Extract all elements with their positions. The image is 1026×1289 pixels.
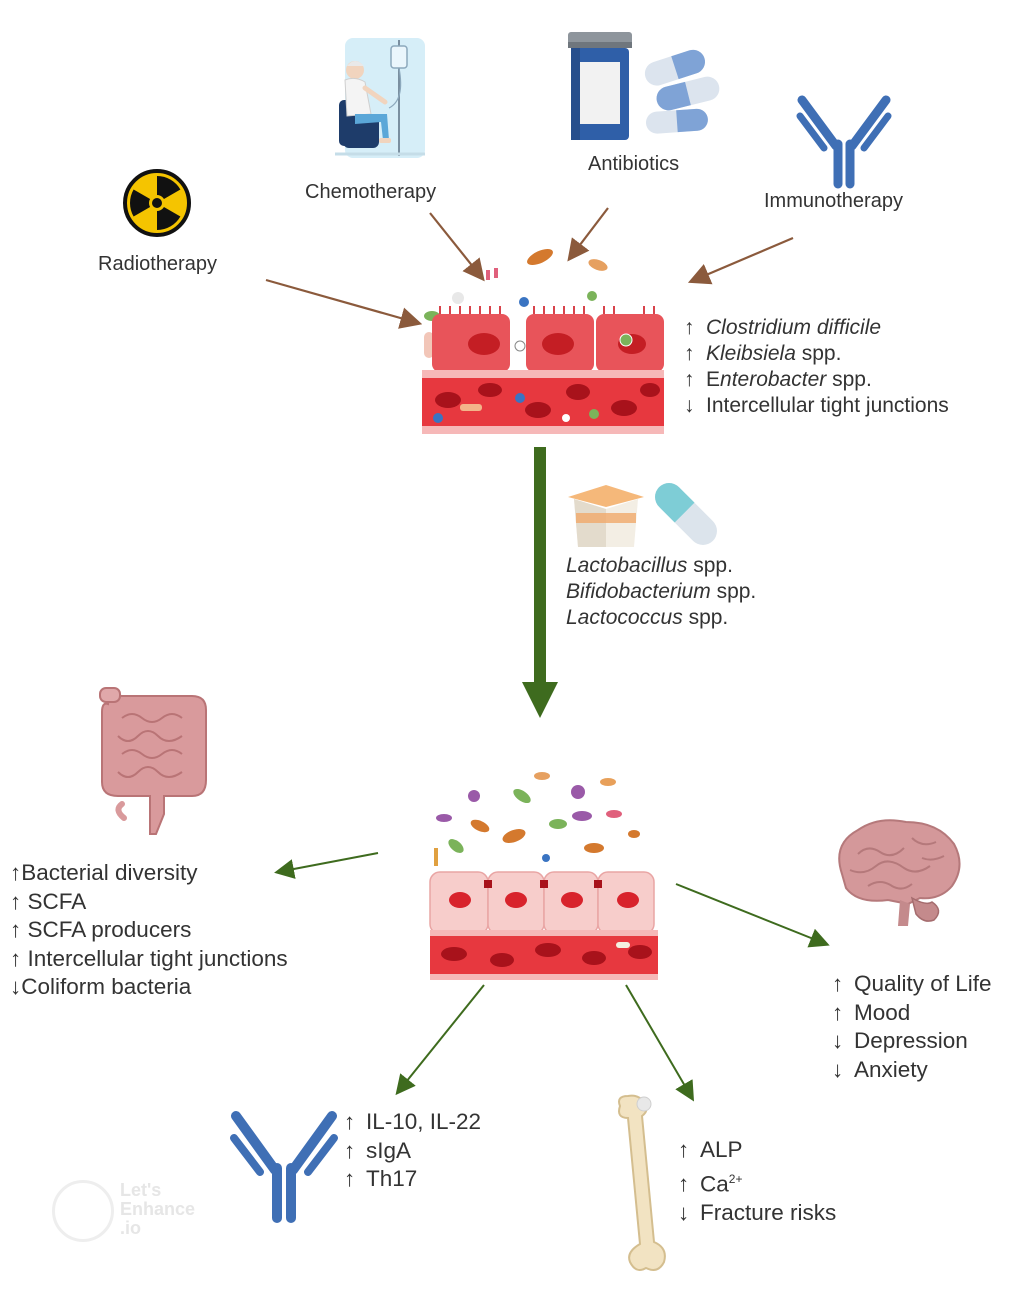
gut-effects-list: ↑Bacterial diversity ↑ SCFA ↑ SCFA produ… [10, 859, 288, 1002]
probiotic-capsule-icon [655, 483, 717, 545]
brain-effect-3: ↓Depression [832, 1028, 968, 1053]
radiation-icon [123, 169, 191, 237]
yogurt-cup-icon [568, 485, 644, 547]
chemotherapy-label: Chemotherapy [305, 181, 437, 203]
dysbiotic-epithelium-illustration [422, 248, 664, 434]
probiotics-list: Lactobacillus spp. Bifidobacterium spp. … [566, 553, 756, 631]
immunotherapy-arrow [687, 236, 794, 285]
pill-bottle-icon [568, 32, 632, 140]
dysbiosis-effect-2: ↑Kleibsiela spp. [684, 342, 842, 365]
brain-icon [838, 819, 961, 926]
dysbiosis-effect-1: ↑Clostridium difficile [684, 316, 882, 339]
intestine-icon [99, 687, 207, 835]
immune-effects-arrow [395, 984, 485, 1096]
radiotherapy-label: Radiotherapy [98, 253, 217, 275]
gut-effect-4: ↑ Intercellular tight junctions [10, 945, 288, 971]
bone-icon [618, 1094, 666, 1271]
dysbiosis-effects-list: ↑Clostridium difficile ↑Kleibsiela spp. … [684, 315, 949, 419]
gut-effect-3: ↑ SCFA producers [10, 917, 192, 942]
probiotic-3: Lactococcus spp. [566, 606, 729, 629]
antibody-icon-bottom [230, 1111, 338, 1223]
immune-effects-list: ↑IL-10, IL-22 ↑sIgA ↑Th17 [344, 1108, 481, 1194]
gut-effect-5: ↓Coliform bacteria [10, 974, 192, 999]
brain-effects-list: ↑Quality of Life ↑Mood ↓Depression ↓Anxi… [832, 970, 992, 1084]
bone-effect-2: ↑Ca2+ [678, 1171, 743, 1196]
bone-effects-list: ↑ALP ↑Ca2+ ↓Fracture risks [678, 1136, 836, 1227]
immune-effect-3: ↑Th17 [344, 1166, 418, 1191]
brain-effect-4: ↓Anxiety [832, 1056, 928, 1082]
brain-effect-1: ↑Quality of Life [832, 971, 992, 996]
capsules-icon [644, 49, 720, 134]
probiotic-2: Bifidobacterium spp. [566, 580, 757, 603]
bone-effects-arrow [625, 984, 695, 1102]
bone-effect-3: ↓Fracture risks [678, 1199, 837, 1225]
antibiotics-label: Antibiotics [588, 153, 680, 175]
probiotic-main-arrow [522, 447, 558, 718]
probiotic-1: Lactobacillus spp. [566, 554, 733, 577]
dysbiosis-effect-3: ↑Enterobacter spp. [684, 368, 872, 391]
watermark-text: Let's Enhance .io [120, 1180, 196, 1238]
healthy-epithelium-illustration [429, 772, 658, 980]
radiotherapy-arrow [265, 278, 423, 329]
watermark-logo [52, 1180, 114, 1242]
chemotherapy-patient-icon [335, 38, 425, 158]
immune-effect-2: ↑sIgA [344, 1137, 412, 1163]
gut-effect-1: ↑Bacterial diversity [10, 860, 198, 885]
brain-effect-2: ↑Mood [832, 999, 911, 1025]
antibiotics-arrow [567, 207, 609, 262]
bone-effect-1: ↑ALP [678, 1137, 743, 1162]
immunotherapy-label: Immunotherapy [764, 190, 903, 212]
gut-effects-arrow [274, 852, 379, 879]
dysbiosis-effect-4: ↓Intercellular tight junctions [684, 394, 949, 417]
brain-effects-arrow [675, 883, 830, 948]
gut-effect-2: ↑ SCFA [10, 888, 87, 914]
antibody-icon-top [796, 95, 892, 189]
chemotherapy-arrow [429, 212, 485, 282]
immune-effect-1: ↑IL-10, IL-22 [344, 1109, 482, 1134]
